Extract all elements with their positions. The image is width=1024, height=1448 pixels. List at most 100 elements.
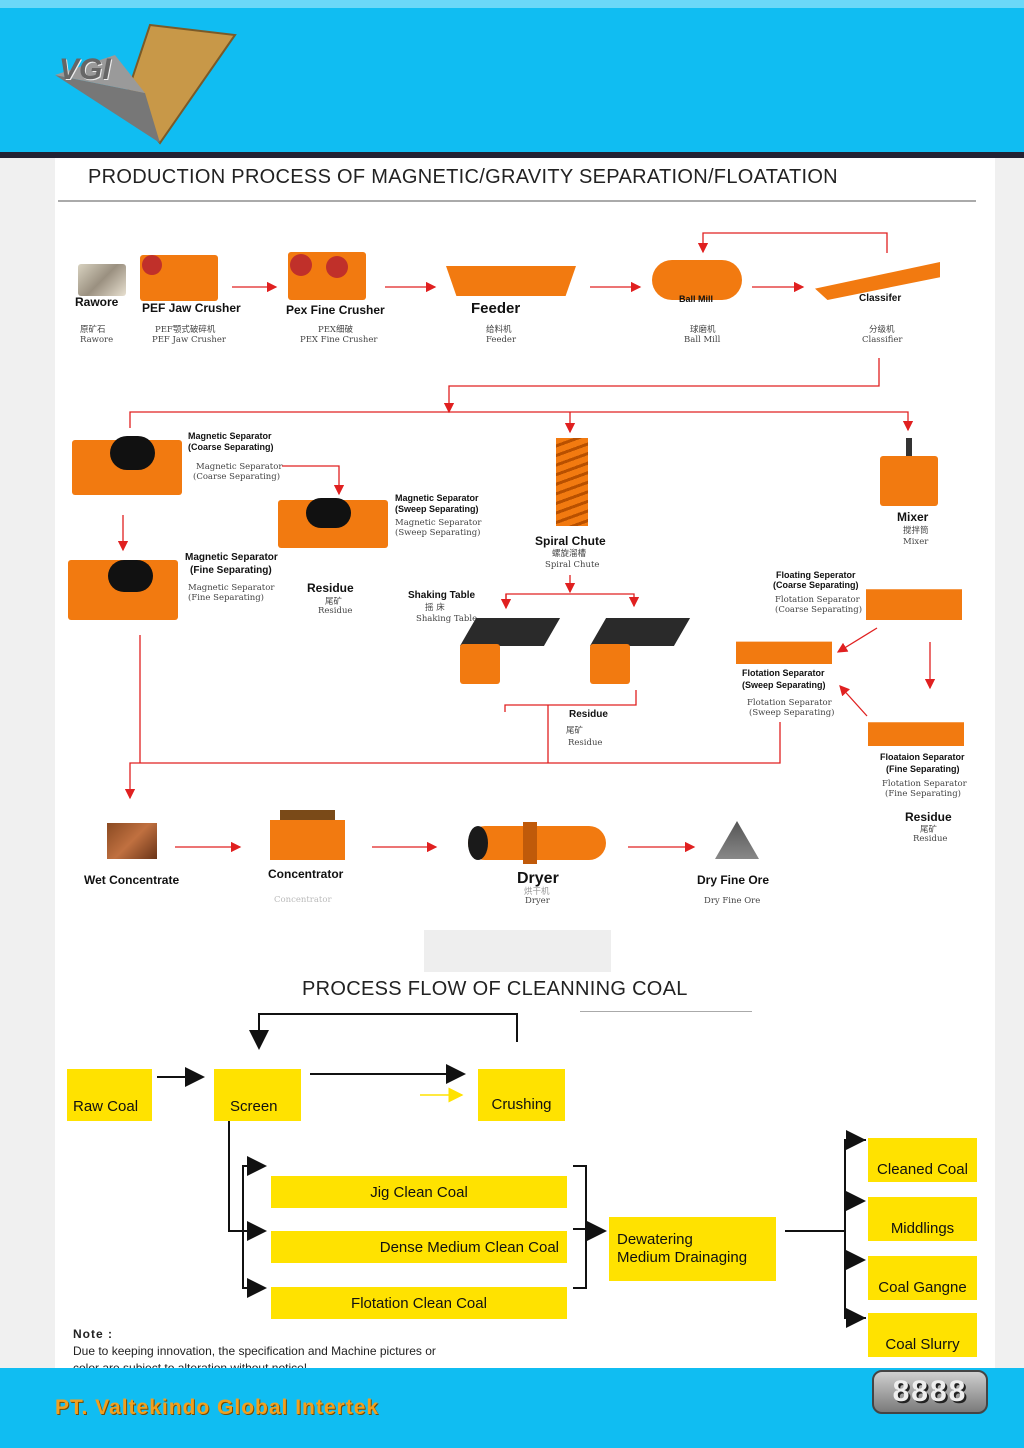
feeder-sub2: Feeder <box>486 335 517 345</box>
residue3-sub2: Residue <box>913 834 948 844</box>
dense-box: Dense Medium Clean Coal <box>271 1231 567 1263</box>
screen-label: Screen <box>230 1098 278 1115</box>
classifier-sub2: Classifier <box>862 335 903 345</box>
flotation-label: Flotation Clean Coal <box>351 1294 487 1312</box>
classifier-sub1: 分级机 <box>869 325 895 335</box>
mag-sweep-label2: (Sweep Separating) <box>395 504 479 514</box>
coal-gangue-box: Coal Gangne <box>868 1256 977 1300</box>
residue1-label: Residue <box>307 581 354 595</box>
residue1-sub1: 尾矿 <box>325 597 343 607</box>
crushing-label: Crushing <box>491 1096 552 1113</box>
screen-box: Screen <box>214 1069 301 1121</box>
fine-crusher-label: Pex Fine Crusher <box>286 303 385 317</box>
jaw-crusher-label: PEF Jaw Crusher <box>142 301 241 315</box>
badge-text: 8888 <box>892 1375 968 1408</box>
wet-concentrate-image <box>107 823 157 859</box>
concentrator-sub2: Concentrator <box>274 895 332 905</box>
mag-coarse-sub1: Magnetic Separator <box>196 462 283 472</box>
magnetic-separator-sweep-image <box>278 498 388 548</box>
raw-coal-label: Raw Coal <box>73 1098 139 1115</box>
magnetic-separator-coarse-image <box>72 436 182 495</box>
mag-sweep-sub2: (Sweep Separating) <box>395 528 481 538</box>
mag-coarse-sub2: (Coarse Separating) <box>193 472 281 482</box>
float-fine-label2: (Fine Separating) <box>886 764 960 774</box>
ball-mill-sub2: Ball Mill <box>684 335 721 345</box>
mag-fine-label1: Magnetic Separator <box>185 552 278 563</box>
dry-fine-ore-label: Dry Fine Ore <box>697 873 770 887</box>
jig-box: Jig Clean Coal <box>271 1176 567 1208</box>
feeder-label: Feeder <box>471 300 521 317</box>
middlings-label: Middlings <box>890 1220 955 1237</box>
mag-sweep-sub1: Magnetic Separator <box>395 518 482 528</box>
mag-coarse-label2: (Coarse Separating) <box>188 442 274 452</box>
section1-title: PRODUCTION PROCESS OF MAGNETIC/GRAVITY S… <box>88 166 838 188</box>
classifier-label: Classifer <box>859 293 902 304</box>
dryer-sub2: Dryer <box>525 896 550 906</box>
float-fine-sub2: (Fine Separating) <box>885 789 961 799</box>
flotation-sweep-image <box>736 641 832 664</box>
spiral-chute-sub2: Spiral Chute <box>545 560 600 570</box>
residue3-label: Residue <box>905 810 952 824</box>
mag-fine-sub1: Magnetic Separator <box>188 583 275 593</box>
float-coarse-label1: Floating Seperator <box>776 570 856 580</box>
mixer-image <box>880 438 938 508</box>
coal-slurry-box: Coal Slurry <box>868 1313 977 1357</box>
jaw-crusher-image <box>140 255 218 301</box>
mag-sweep-label1: Magnetic Separator <box>395 493 479 503</box>
section2-title: PROCESS FLOW OF CLEANNING COAL <box>302 978 688 1000</box>
dewatering-box: Dewatering Medium Drainaging <box>609 1217 776 1281</box>
flotation-fine-image <box>868 722 964 746</box>
mag-fine-sub2: (Fine Separating) <box>188 593 264 603</box>
mixer-sub1: 搅拌筒 <box>903 526 929 536</box>
cleaned-coal-box: Cleaned Coal <box>868 1138 977 1182</box>
magnetic-separator-fine-image <box>68 560 178 620</box>
note-heading: Note : <box>73 1327 113 1341</box>
dryer-label: Dryer <box>517 870 559 887</box>
section2-divider <box>580 1011 752 1012</box>
float-sweep-sub2: (Sweep Separating) <box>749 708 835 718</box>
concentrator-label: Concentrator <box>268 867 344 881</box>
badge-8888: 8888 <box>872 1370 988 1414</box>
footer-bar <box>0 1368 1024 1448</box>
ball-mill-image <box>652 260 742 300</box>
coal-gangue-label: Coal Gangne <box>878 1279 967 1296</box>
rawore-image <box>78 264 126 296</box>
fine-crusher-image <box>288 252 366 300</box>
section2-title-band <box>424 930 611 972</box>
dewatering-label1: Dewatering <box>617 1231 693 1248</box>
mixer-label: Mixer <box>897 510 929 524</box>
fine-crusher-sub2: PEX Fine Crusher <box>300 335 378 345</box>
spiral-chute-sub1: 螺旋溜槽 <box>552 549 587 559</box>
float-sweep-label2: (Sweep Separating) <box>742 680 826 690</box>
rawore-sub2: Rawore <box>80 335 114 345</box>
shaking-table-sub1: 摇 床 <box>425 603 445 613</box>
shaking-table-sub2: Shaking Table <box>416 614 478 624</box>
jaw-crusher-sub1: PEF颚式破碎机 <box>155 325 216 335</box>
mag-fine-label2: (Fine Separating) <box>190 565 272 576</box>
rawore-label: Rawore <box>75 295 119 309</box>
ball-mill-sub1: 球磨机 <box>690 325 716 335</box>
middlings-box: Middlings <box>868 1197 977 1241</box>
shaking-table-label: Shaking Table <box>408 590 476 601</box>
residue1-sub2: Residue <box>318 606 353 616</box>
header-highlight <box>0 0 1024 8</box>
title-divider <box>58 200 976 202</box>
ball-mill-label: Ball Mill <box>679 294 714 304</box>
cleaned-coal-label: Cleaned Coal <box>877 1161 968 1178</box>
vgi-logo: VGI <box>55 15 240 145</box>
spiral-chute-image <box>556 438 588 526</box>
fine-crusher-sub1: PEX细破 <box>318 325 353 335</box>
float-fine-label1: Floataion Separator <box>880 752 965 762</box>
spiral-chute-label: Spiral Chute <box>535 534 606 548</box>
residue2-label: Residue <box>569 709 608 720</box>
dewatering-label2: Medium Drainaging <box>617 1249 748 1266</box>
dryer-image <box>468 822 606 864</box>
residue2-sub1: 尾矿 <box>566 726 584 736</box>
float-coarse-label2: (Coarse Separating) <box>773 580 859 590</box>
shaking-table-left-image <box>459 618 561 690</box>
rawore-sub1: 原矿石 <box>80 325 106 335</box>
note-line1: Due to keeping innovation, the specifica… <box>73 1344 436 1358</box>
float-coarse-sub2: (Coarse Separating) <box>775 605 863 615</box>
